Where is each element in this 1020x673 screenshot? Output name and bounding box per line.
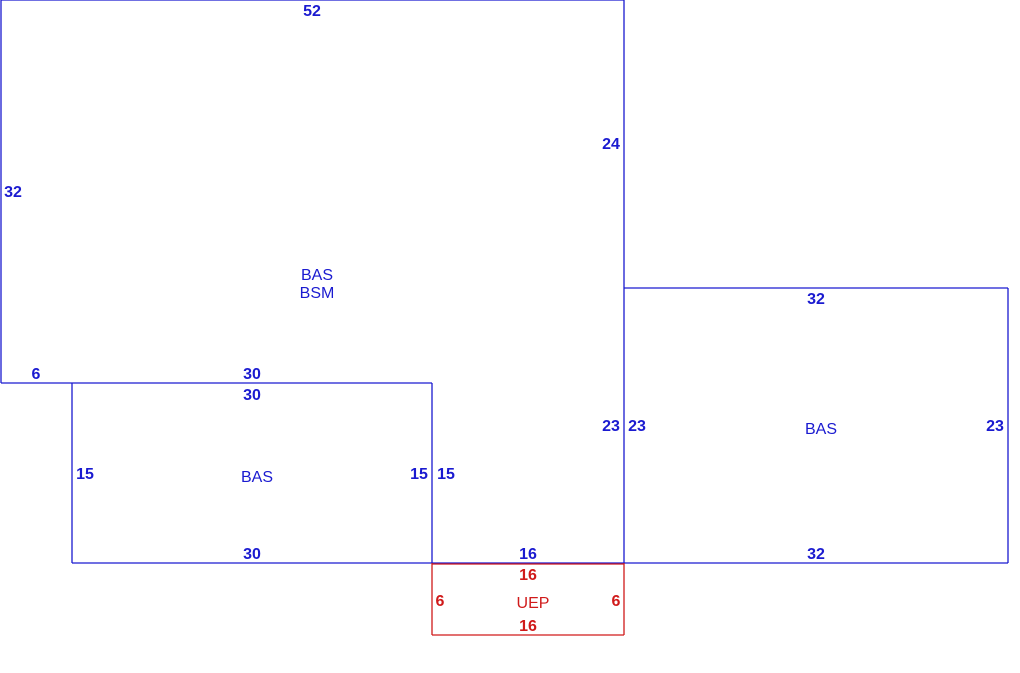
middle-strip-dimension-label: 16	[519, 546, 537, 563]
lower-left-dimension-label: 30	[243, 546, 261, 563]
upper-left-dimension-label: 32	[4, 184, 22, 201]
porch-dimension-label: 6	[436, 593, 445, 610]
upper-left-area-code: BAS	[301, 267, 333, 284]
lower-left-dimension-label: 30	[243, 387, 261, 404]
right-area-code: BAS	[805, 421, 837, 438]
right-dimension-label: 23	[986, 418, 1004, 435]
lower-left-area-code: BAS	[241, 469, 273, 486]
right-dimension-label: 32	[807, 291, 825, 308]
upper-left-dimension-label: 52	[303, 3, 321, 20]
lower-left-dimension-label: 15	[410, 466, 428, 483]
sketch-outlines	[0, 0, 1009, 636]
porch-dimension-label: 16	[519, 618, 537, 635]
upper-left-area-code: BSM	[300, 285, 335, 302]
lower-left-dimension-label: 15	[76, 466, 94, 483]
right-dimension-label: 32	[807, 546, 825, 563]
porch-dimension-label: 6	[612, 593, 621, 610]
middle-strip-dimension-label: 23	[602, 418, 620, 435]
porch-dimension-label: 16	[519, 567, 537, 584]
upper-left-dimension-label: 24	[602, 136, 620, 153]
middle-strip-dimension-label: 15	[437, 466, 455, 483]
upper-left-dimension-label: 30	[243, 366, 261, 383]
right-dimension-label: 23	[628, 418, 646, 435]
upper-left-dimension-label: 6	[32, 366, 41, 383]
porch-area-code: UEP	[517, 595, 550, 612]
